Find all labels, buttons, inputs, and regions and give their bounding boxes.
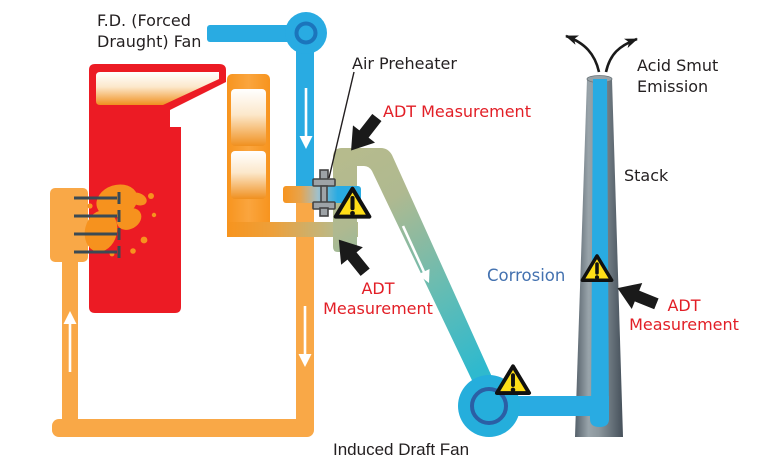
flue-duct-to-preheater — [227, 222, 358, 237]
emission-arrow-left-icon — [565, 34, 601, 73]
flow-arrow-down-icon — [299, 88, 313, 149]
fd-fan-label: F.D. (Forced — [97, 11, 191, 30]
stack-inner-flue — [591, 79, 609, 420]
loop-bottom-duct — [52, 419, 314, 437]
emission-arrows-icon — [565, 34, 638, 73]
air-preheater-label: Air Preheater — [352, 54, 457, 73]
fd-fan-label: Draught) Fan — [97, 32, 201, 51]
fd-inlet-pipe — [207, 25, 306, 42]
stack-label: Stack — [624, 166, 669, 185]
heat-exchanger-tube-1 — [231, 89, 266, 146]
emission-arrow-right-icon — [604, 37, 638, 73]
flame — [84, 184, 157, 257]
air-preheater-leader-line — [328, 71, 355, 179]
adt-measurement-label-mid: Measurement — [323, 299, 433, 318]
corrosion-label: Corrosion — [487, 266, 565, 285]
adt-measurement-label-top: ADT Measurement — [383, 102, 531, 121]
acid-smut-label: Acid Smut — [637, 56, 718, 75]
acid-smut-label: Emission — [637, 77, 708, 96]
flow-arrow-down-icon — [298, 306, 312, 367]
furnace-top-panel — [96, 72, 219, 105]
fd-fan-hub-ring — [294, 21, 318, 45]
flow-arrow-diagonal-icon — [401, 225, 430, 283]
preheater-outlet-diagonal-duct — [333, 148, 497, 397]
combustion-air-loop-duct — [50, 188, 314, 437]
adt-measurement-label-mid: ADT — [361, 279, 394, 298]
flow-arrow-up-icon — [63, 311, 77, 372]
burner-windbox — [50, 188, 88, 262]
adt-measurement-label-stack: Measurement — [629, 315, 739, 334]
id-fan-hub-ring — [470, 387, 508, 425]
id-fan-label: Induced Draft Fan — [333, 440, 469, 459]
preheater-bolt-icon — [312, 169, 336, 217]
furnace-body — [89, 64, 226, 313]
burner-nozzles — [74, 192, 121, 258]
heat-exchanger-tube-2 — [231, 151, 266, 199]
adt-measurement-label-stack: ADT — [667, 296, 700, 315]
fd-fan — [285, 12, 327, 54]
adt-pointer-stack-icon — [612, 275, 662, 317]
flow-arrows — [63, 88, 430, 372]
